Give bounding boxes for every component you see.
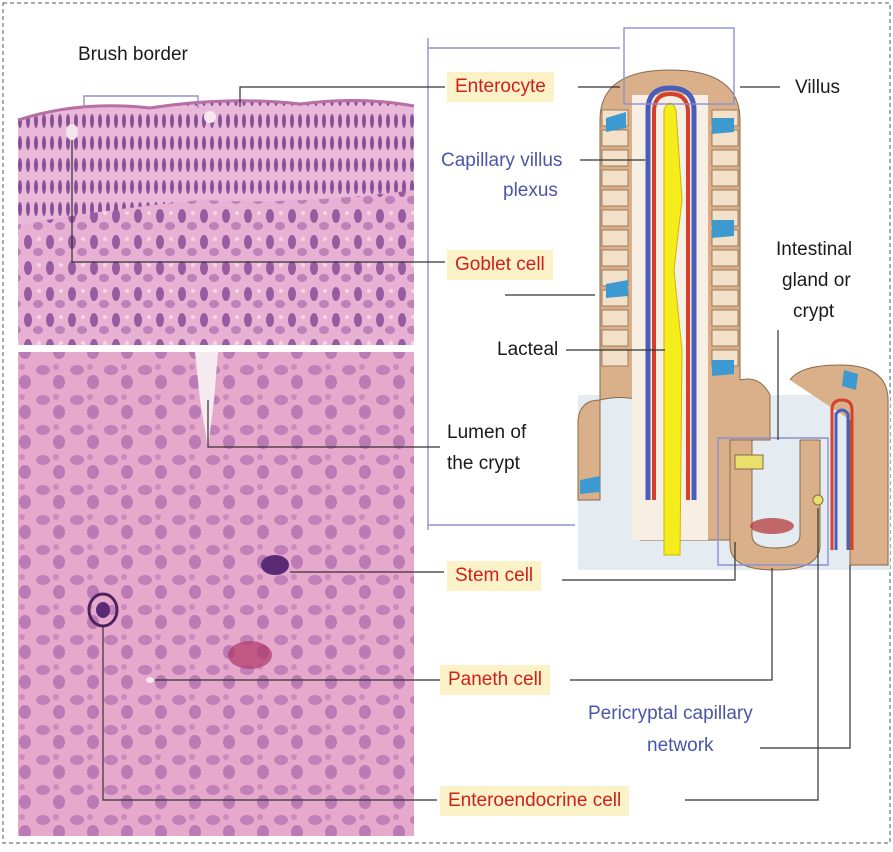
bottom-micrograph (18, 352, 414, 836)
intestinal-gland-label-line1: Intestinal (776, 239, 852, 261)
goblet-cell-label: Goblet cell (447, 250, 553, 280)
stem-cell-label: Stem cell (447, 561, 541, 591)
pericryptal-capillary-network-label-line1: Pericryptal capillary (588, 703, 753, 725)
intestinal-gland-label-line3: crypt (793, 301, 834, 323)
villus-label: Villus (795, 77, 840, 99)
pericryptal-capillary-network-label-line2: network (647, 735, 714, 757)
lumen-of-crypt-label-line1: Lumen of (447, 422, 526, 444)
top-micrograph (18, 100, 414, 345)
enteroendocrine-cell-label: Enteroendocrine cell (440, 786, 629, 816)
capillary-villus-plexus-label-line2: plexus (503, 180, 558, 202)
paneth-cell-label: Paneth cell (440, 665, 550, 695)
lumen-of-crypt-label-line2: the crypt (447, 453, 520, 475)
enterocyte-label: Enterocyte (447, 72, 554, 102)
lacteal-label: Lacteal (497, 339, 558, 361)
brush-border-label: Brush border (78, 44, 188, 66)
capillary-villus-plexus-label-line1: Capillary villus (441, 150, 562, 172)
intestinal-gland-label-line2: gland or (782, 270, 851, 292)
